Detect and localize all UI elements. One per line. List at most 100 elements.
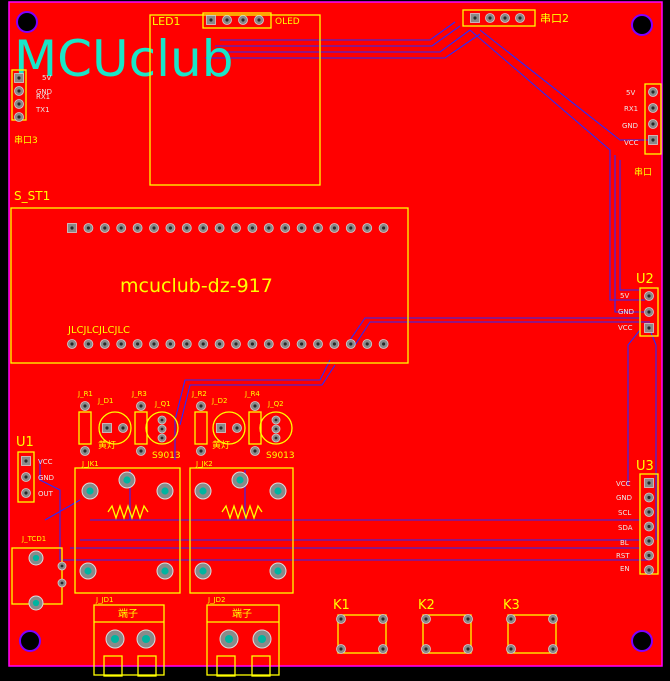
- mounting-holes: [16, 11, 653, 652]
- uart2-pad-drill: [518, 16, 522, 20]
- left-pin-2: GND: [36, 88, 52, 96]
- u2-pin-2: GND: [618, 308, 634, 316]
- u2-pad-drill: [647, 294, 651, 298]
- u3-pin-3: SCL: [618, 509, 631, 517]
- r3-body: [134, 411, 148, 445]
- uart2-pad-drill: [473, 16, 477, 20]
- right-header-pad-drill: [651, 122, 655, 126]
- left-pin-1: 5V: [42, 74, 51, 82]
- k2-pad-drill: [466, 647, 470, 651]
- jd1-slot-1: [103, 655, 123, 677]
- driver-section-2: J_R2 J_D2 J_R4 J_Q2 黄灯 S9013 J_JK2: [189, 390, 295, 594]
- d1-outline: [98, 411, 132, 445]
- right-pin-4: VCC: [624, 139, 639, 147]
- module-pad-top-drill: [382, 226, 386, 230]
- jd1-label: J_D1: [97, 397, 113, 405]
- r3-pad-drill: [139, 449, 143, 453]
- jd2-label: J_D2: [211, 397, 227, 405]
- jd1-slot-2: [137, 655, 157, 677]
- u2-pin-1: 5V: [620, 292, 629, 300]
- led1-label: LED1: [152, 15, 181, 28]
- trace-module-u2: [349, 317, 650, 346]
- module-pad-bottom-drill: [201, 342, 205, 346]
- trace-uart-right: [469, 29, 650, 301]
- q1-outline: [145, 411, 179, 445]
- relay1-pin-drill: [161, 487, 169, 495]
- u1-label: U1: [16, 435, 34, 450]
- module-pad-top-drill: [283, 226, 287, 230]
- right-pin-3: GND: [622, 122, 638, 130]
- trace-u2-u3: [627, 329, 657, 540]
- k3-pad-drill: [551, 617, 555, 621]
- module-pad-bottom-drill: [283, 342, 287, 346]
- k2-pad-drill: [424, 617, 428, 621]
- copper-pour: [9, 2, 662, 666]
- module-pad-bottom-drill: [365, 342, 369, 346]
- u1-pin-2: GND: [38, 474, 54, 482]
- q1-pad-drill: [160, 418, 164, 422]
- traces: [39, 21, 657, 561]
- q2-pad-drill: [274, 418, 278, 422]
- relay2-pin-drill: [274, 487, 282, 495]
- module-pad-top-drill: [234, 226, 238, 230]
- d2-pad-drill: [235, 426, 239, 430]
- u2-pad-drill: [647, 310, 651, 314]
- module-pad-bottom-drill: [267, 342, 271, 346]
- u1-pad-drill: [24, 491, 28, 495]
- relay2-pin-drill: [274, 567, 282, 575]
- jd2-pin-drill: [257, 634, 267, 644]
- u3-pin-4: SDA: [618, 524, 633, 532]
- mounting-hole-br: [631, 630, 653, 652]
- relay2-pin-drill: [236, 476, 244, 484]
- oled-pad-drill: [209, 18, 213, 22]
- module-pad-top-drill: [201, 226, 205, 230]
- mcuclub-logo: MCUclub: [14, 30, 233, 88]
- k1-outline: [337, 614, 387, 654]
- u1-pin-1: VCC: [38, 458, 53, 466]
- u3-pin-7: EN: [620, 565, 630, 573]
- k3-outline: [507, 614, 557, 654]
- tcd1-label: J_TCD1: [21, 535, 46, 543]
- k3-pad-drill: [551, 647, 555, 651]
- trace-right-u2: [614, 155, 645, 313]
- module-pad-bottom-drill: [300, 342, 304, 346]
- relay2-coil: [221, 503, 263, 521]
- led1-oled-block: LED1 OLED: [149, 12, 321, 186]
- right-header-label: 串口: [634, 167, 652, 178]
- u2-pin-3: VCC: [618, 324, 633, 332]
- jr1-label: J_R1: [77, 390, 93, 398]
- duanzi-1: 端子: [118, 607, 138, 620]
- k3-label: K3: [503, 598, 520, 613]
- k1-pad-drill: [381, 647, 385, 651]
- k1-pad-drill: [339, 617, 343, 621]
- jq2-label: J_Q2: [267, 400, 284, 408]
- q1-pad-drill: [160, 436, 164, 440]
- relay1-pin-drill: [84, 567, 92, 575]
- jd2-slot-1: [216, 655, 236, 677]
- r1-pad-drill: [83, 449, 87, 453]
- s9013-1: S9013: [152, 451, 181, 461]
- tcd1-pin-drill: [32, 599, 40, 607]
- d2-pad-drill: [219, 426, 223, 430]
- r4-body: [248, 411, 262, 445]
- module-pad-top-drill: [119, 226, 123, 230]
- module-pad-top-drill: [185, 226, 189, 230]
- q2-outline: [259, 411, 293, 445]
- u3-pin-1: VCC: [616, 480, 631, 488]
- r4-pad-drill: [253, 404, 257, 408]
- left-header-label: 串口3: [14, 135, 38, 146]
- u1-pad-drill: [24, 459, 28, 463]
- jd2-pin-drill: [224, 634, 234, 644]
- uart2-pad-drill: [503, 16, 507, 20]
- uart2-pad-drill: [488, 16, 492, 20]
- module-pad-bottom-drill: [250, 342, 254, 346]
- module-pad-top-drill: [267, 226, 271, 230]
- module-pad-top-drill: [316, 226, 320, 230]
- u3-header: U3 VCC GND SCL SDA BL RST EN: [616, 459, 659, 575]
- u2-header: U2 5V GND VCC: [618, 272, 659, 337]
- left-header-pad-drill: [17, 89, 21, 93]
- right-pin-1: 5V: [626, 89, 635, 97]
- jd1-pin-drill: [110, 634, 120, 644]
- module-pad-top-drill: [103, 226, 107, 230]
